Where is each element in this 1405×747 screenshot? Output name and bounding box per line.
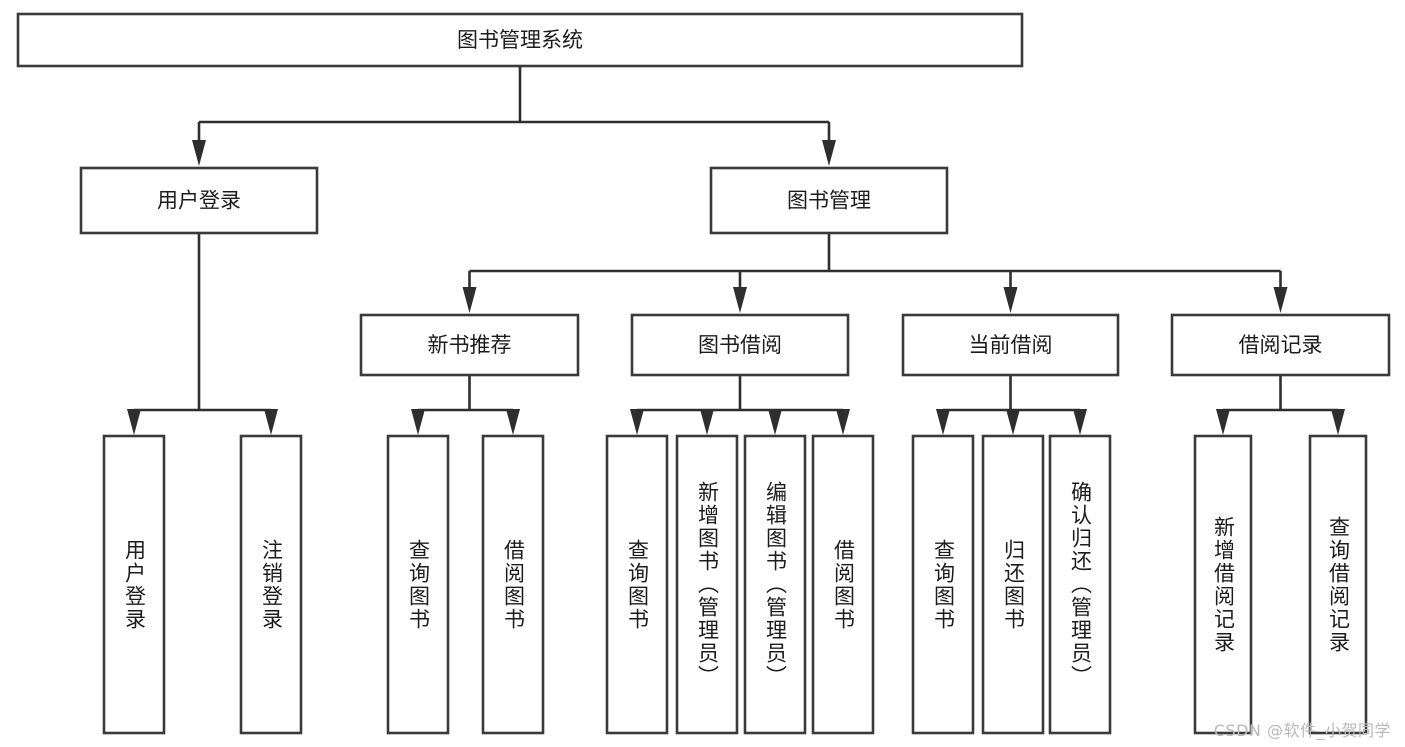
arrow-down-icon-borrow-record bbox=[1273, 287, 1288, 313]
arrow-down-icon-book-borrow bbox=[733, 287, 747, 313]
arrow-down-icon-leaf-add-borrow-record bbox=[1216, 409, 1230, 435]
arrow-down-icon-current-borrow bbox=[1003, 287, 1018, 313]
node-box-leaf-borrow-book-1[interactable] bbox=[481, 434, 545, 735]
boxes-layer bbox=[16, 12, 1391, 735]
arrow-down-icon-leaf-query-book-1 bbox=[411, 409, 425, 435]
node-box-borrow-record[interactable] bbox=[1170, 313, 1391, 377]
node-label-root: 图书管理系统 bbox=[457, 28, 583, 52]
node-box-book-borrow[interactable] bbox=[630, 313, 850, 377]
node-box-leaf-query-book-2[interactable] bbox=[605, 434, 669, 735]
arrow-down-icon-leaf-return-book bbox=[1006, 409, 1020, 435]
node-box-leaf-add-book-admin[interactable] bbox=[675, 434, 739, 735]
arrow-down-icon-leaf-logout-login bbox=[264, 409, 278, 435]
node-box-user-login[interactable] bbox=[79, 166, 319, 235]
node-box-leaf-logout-login[interactable] bbox=[239, 434, 303, 735]
arrow-down-icon-leaf-query-book-3 bbox=[936, 409, 950, 435]
arrow-down-icon-leaf-add-book-admin bbox=[700, 409, 714, 435]
watermark-text: CSDN @软件_小贺同学 bbox=[1213, 721, 1391, 740]
node-label-user-login: 用户登录 bbox=[157, 189, 241, 213]
node-box-leaf-borrow-book-2[interactable] bbox=[811, 434, 875, 735]
node-box-root[interactable] bbox=[16, 12, 1024, 68]
arrow-down-icon-user-login bbox=[192, 140, 206, 166]
arrow-down-icon-leaf-borrow-book-1 bbox=[506, 409, 520, 435]
node-label-new-book-recommend: 新书推荐 bbox=[428, 333, 512, 357]
arrow-down-icon-leaf-edit-book-admin bbox=[768, 409, 782, 435]
arrow-down-icon-leaf-borrow-book-2 bbox=[836, 409, 850, 435]
node-box-leaf-query-book-1[interactable] bbox=[386, 434, 450, 735]
node-label-book-borrow: 图书借阅 bbox=[698, 333, 782, 357]
node-box-leaf-query-book-3[interactable] bbox=[911, 434, 975, 735]
arrow-down-icon-book-manage bbox=[822, 140, 836, 166]
arrow-down-icon-leaf-user-login bbox=[127, 409, 141, 435]
connectors-layer bbox=[127, 66, 1345, 435]
node-box-leaf-add-borrow-record[interactable] bbox=[1193, 434, 1253, 735]
node-box-current-borrow[interactable] bbox=[901, 313, 1120, 377]
arrow-down-icon-leaf-query-book-2 bbox=[630, 409, 644, 435]
node-label-borrow-record: 借阅记录 bbox=[1239, 333, 1323, 357]
node-box-leaf-confirm-return-admin[interactable] bbox=[1048, 434, 1112, 735]
node-box-new-book-recommend[interactable] bbox=[359, 313, 580, 377]
node-label-book-manage: 图书管理 bbox=[787, 189, 871, 213]
arrow-down-icon-new-book-recommend bbox=[462, 287, 477, 313]
node-box-book-manage[interactable] bbox=[709, 166, 949, 235]
node-box-leaf-return-book[interactable] bbox=[981, 434, 1045, 735]
node-box-leaf-user-login[interactable] bbox=[102, 434, 166, 735]
arrow-down-icon-leaf-query-borrow-record bbox=[1331, 409, 1345, 435]
node-box-leaf-edit-book-admin[interactable] bbox=[743, 434, 807, 735]
node-label-current-borrow: 当前借阅 bbox=[969, 333, 1053, 357]
arrow-down-icon-leaf-confirm-return-admin bbox=[1073, 409, 1087, 435]
node-box-leaf-query-borrow-record[interactable] bbox=[1308, 434, 1368, 735]
